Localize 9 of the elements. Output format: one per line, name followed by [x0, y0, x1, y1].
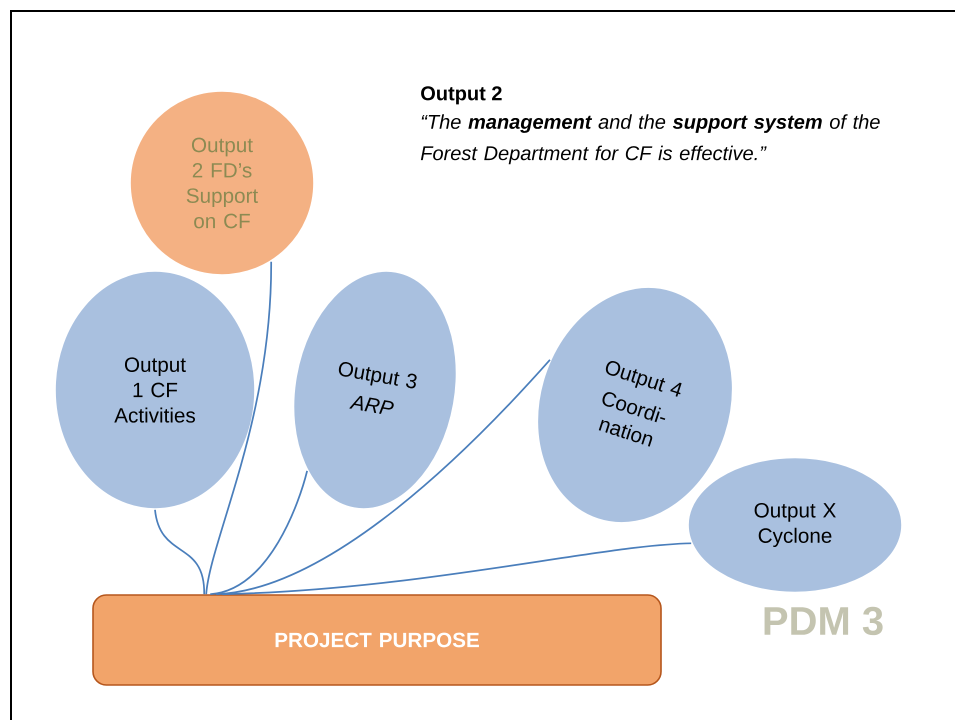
watermark-text: PDM 3	[764, 606, 883, 636]
connector-line	[222, 542, 692, 596]
purpose-box: PROJECT PURPOSE	[92, 594, 662, 686]
connector-line	[210, 470, 308, 596]
connector-line	[205, 262, 272, 594]
connector-line	[216, 359, 551, 596]
heading: Output 2	[421, 86, 502, 104]
quote-text: “The management and the support system of the Forest Department for CF is effective.”	[420, 114, 880, 164]
connector-line	[154, 510, 206, 594]
